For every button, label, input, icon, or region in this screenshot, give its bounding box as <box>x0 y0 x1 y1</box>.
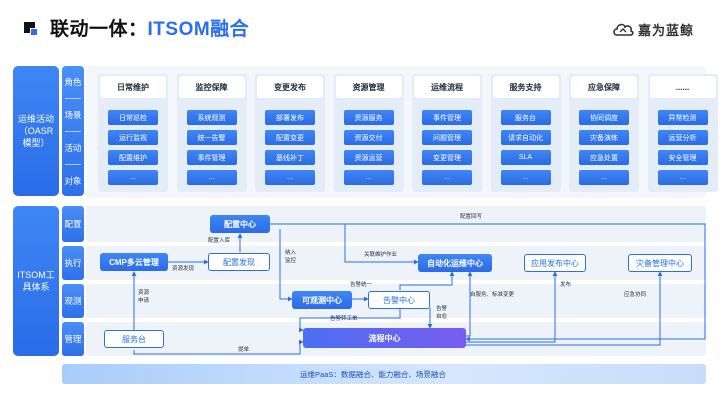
edge-label-alert-unify: 告警统一 <box>350 282 373 288</box>
capability-title: 日常维护 <box>100 76 166 98</box>
capability-title: 监控保障 <box>178 76 245 98</box>
capability-item[interactable]: ... <box>500 170 551 185</box>
capability-item[interactable]: ... <box>108 170 158 185</box>
node-process-center[interactable]: 流程中心 <box>303 328 466 348</box>
capability-title: 资源管理 <box>335 76 402 98</box>
capability-item[interactable]: ... <box>343 170 394 185</box>
node-service-desk[interactable]: 服务台 <box>104 330 164 348</box>
capability-item[interactable]: ... <box>186 170 237 185</box>
capability-item[interactable]: 日常巡检 <box>108 110 158 125</box>
node-alert-center[interactable]: 告警中心 <box>368 291 430 309</box>
title-mark-icon <box>24 22 38 36</box>
capability-item[interactable]: 事件管理 <box>186 150 237 165</box>
node-config-center[interactable]: 配置中心 <box>210 215 270 233</box>
capability-column: 应急保障协同调度灾备演练应急处置... <box>569 74 639 192</box>
capability-item[interactable]: 变更管理 <box>422 150 472 165</box>
capability-title: 应急保障 <box>571 76 637 98</box>
capability-item[interactable]: 资源交付 <box>343 130 394 145</box>
category-scene: 场景 <box>64 110 82 120</box>
category-object: 对象 <box>64 175 82 186</box>
edge-label-onboard-1: 纳入 <box>285 250 297 256</box>
band-config <box>86 206 706 242</box>
capability-column: 监控保障系统观测统一告警事件管理... <box>176 74 247 192</box>
edge-label-self-service: 自服务、标准变更 <box>470 292 515 298</box>
capability-item[interactable]: 应急处置 <box>579 150 629 165</box>
edge-label-ticket: 提单 <box>238 347 250 353</box>
category-config: 配置 <box>62 206 84 242</box>
edge-label-linked-ops: 关联维护作业 <box>364 252 398 258</box>
category-observe: 观测 <box>62 284 84 318</box>
capability-column: 日常维护日常巡检运行监视配置维护... <box>98 74 168 192</box>
category-execute: 执行 <box>62 246 84 280</box>
capability-title: 服务支持 <box>492 76 559 98</box>
capability-title: ...... <box>649 76 716 98</box>
edge-label-release: 发布 <box>560 282 572 288</box>
capability-item[interactable]: SLA <box>500 150 551 165</box>
capability-item[interactable]: 请求自动化 <box>500 130 551 145</box>
capability-item[interactable]: ... <box>657 170 708 185</box>
edge-label-resource-apply-2: 申请 <box>138 298 150 304</box>
paas-bar: 运维PaaS：数据融合、能力融合、场景融合 <box>62 364 706 384</box>
node-app-release-center[interactable]: 应用发布中心 <box>524 254 586 272</box>
capability-item[interactable]: 统一告警 <box>186 130 237 145</box>
category-activity: 活动 <box>64 143 82 153</box>
capability-column: 运维流程事件管理问题管理变更管理... <box>412 74 482 192</box>
side-label-toolchain: ITSOM工具体系 <box>13 206 59 356</box>
capability-item[interactable]: 异常检测 <box>657 110 708 125</box>
page-title: 联动一体：ITSOM融合 <box>50 14 249 41</box>
capability-title: 变更发布 <box>257 76 323 98</box>
side-label-activities: 运维活动（OASR模型） <box>13 66 59 196</box>
capability-item[interactable]: 部署发布 <box>265 110 315 125</box>
capability-item[interactable]: 问题管理 <box>422 130 472 145</box>
capability-item[interactable]: 服务台 <box>500 110 551 125</box>
category-role: 角色 <box>64 77 82 87</box>
capability-column: ...... 异常检测运营分析安全管理... <box>647 74 718 192</box>
edge-label-emergency: 应急协同 <box>624 292 647 298</box>
node-config-discovery[interactable]: 配置发现 <box>208 253 270 271</box>
brand-logo: 嘉为蓝鲸 <box>612 18 694 40</box>
capability-column: 资源管理资源服务资源交付资源运营... <box>333 74 404 192</box>
capability-item[interactable]: 配置维护 <box>108 150 158 165</box>
capability-item[interactable]: 协同调度 <box>579 110 629 125</box>
capability-item[interactable]: 资源运营 <box>343 150 394 165</box>
edge-label-self-heal-1: 告警 <box>436 306 448 312</box>
capability-item[interactable]: 资源服务 <box>343 110 394 125</box>
capability-item[interactable]: 运行监视 <box>108 130 158 145</box>
brand-name: 嘉为蓝鲸 <box>638 22 695 38</box>
node-dr-center[interactable]: 灾备管理中心 <box>628 254 692 272</box>
capability-item[interactable]: 安全管理 <box>657 150 708 165</box>
title-accent: ITSOM融合 <box>147 19 250 40</box>
edge-label-resource-discovery: 资源发现 <box>172 266 195 272</box>
edge-label-config-callback: 配置回写 <box>460 214 483 220</box>
capability-item[interactable]: 基线补丁 <box>265 150 315 165</box>
edge-label-config-ingest: 配置入库 <box>208 238 231 244</box>
capability-column: 服务支持服务台请求自动化 SLA... <box>490 74 561 192</box>
title-prefix: 联动一体： <box>50 19 148 40</box>
capability-item[interactable]: 配置变更 <box>265 130 315 145</box>
node-automation-center[interactable]: 自动化运维中心 <box>418 254 492 272</box>
capability-item[interactable]: ... <box>579 170 629 185</box>
capability-item[interactable]: 灾备演练 <box>579 130 629 145</box>
capability-item[interactable]: 系统观测 <box>186 110 237 125</box>
capability-item[interactable]: 事件管理 <box>422 110 472 125</box>
node-observability-center[interactable]: 可观测中心 <box>292 291 352 309</box>
capability-item[interactable]: ... <box>265 170 315 185</box>
category-column-top: 角色 场景 活动 对象 <box>62 66 84 196</box>
edge-label-resource-apply-1: 资源 <box>138 290 150 296</box>
edge-label-onboard-2: 监控 <box>285 258 297 264</box>
edge-label-alert-ticket: 告警转工单 <box>330 316 358 322</box>
category-manage: 管理 <box>62 322 84 356</box>
capability-column: 变更发布部署发布配置变更基线补丁... <box>255 74 325 192</box>
node-cmp[interactable]: CMP多云管理 <box>100 253 168 271</box>
capability-item[interactable]: 运营分析 <box>657 130 708 145</box>
capability-title: 运维流程 <box>414 76 480 98</box>
capability-item[interactable]: ... <box>422 170 472 185</box>
brand-cloud-icon <box>613 23 634 36</box>
edge-label-self-heal-2: 自愈 <box>436 314 448 320</box>
